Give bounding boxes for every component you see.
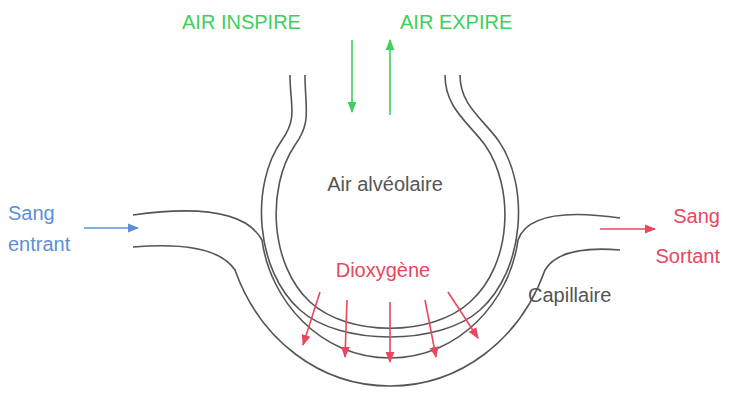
capillary-wall-lower [133, 246, 620, 386]
expired-air-arrow [389, 40, 391, 115]
blood-out-arrow [600, 228, 655, 230]
oxygen-arrow [389, 302, 391, 362]
blood-out-label: Sang Sortant [640, 196, 720, 276]
air-in-label: AIR INSPIRE [182, 10, 342, 34]
blood-in-label: Sang entrant [8, 198, 88, 260]
air-out-label: AIR EXPIRE [400, 10, 560, 34]
capillary-label: Capillaire [528, 283, 648, 307]
oxygen-label: Dioxygène [313, 258, 453, 282]
inspired-air-arrow [351, 40, 353, 112]
oxygen-arrow [425, 300, 436, 357]
oxygen-arrow [303, 292, 320, 345]
oxygen-arrow [345, 300, 347, 357]
alveolar-air-label: Air alvéolaire [325, 168, 445, 200]
oxygen-arrow [448, 292, 478, 338]
blood-in-arrow [84, 227, 138, 229]
